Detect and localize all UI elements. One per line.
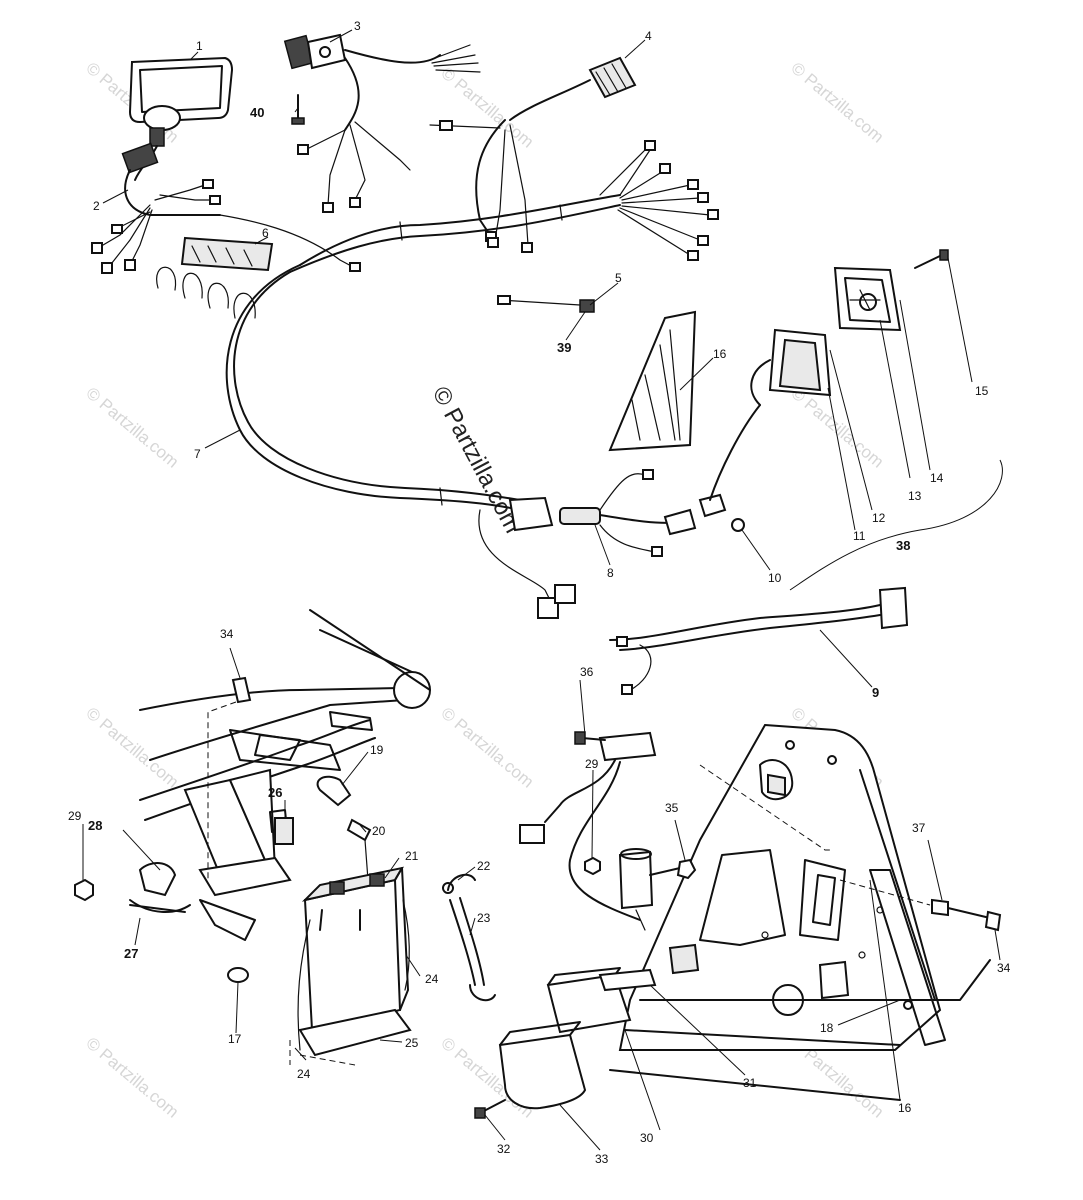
callout-19: 19 <box>370 743 384 757</box>
callout-12: 12 <box>872 511 886 525</box>
callout-28: 28 <box>88 818 102 833</box>
callout-17: 17 <box>228 1032 242 1046</box>
leader-lines <box>82 29 1001 1151</box>
callout-21: 21 <box>405 849 419 863</box>
part-bolt-37 <box>839 879 1002 932</box>
callout-22: 22 <box>477 859 491 873</box>
callout-8: 8 <box>607 566 614 580</box>
part-nut-29-right <box>584 856 601 876</box>
part-main-connector <box>475 56 637 253</box>
callout-40: 40 <box>250 105 264 120</box>
part-screw-40 <box>291 94 305 125</box>
callout-5: 5 <box>615 271 622 285</box>
part-clamp-27 <box>129 862 191 913</box>
callout-7: 7 <box>194 447 201 461</box>
callout-15: 15 <box>975 384 989 398</box>
part-rear-panel <box>609 723 991 1101</box>
callout-26: 26 <box>268 785 282 800</box>
part-headlight-harness <box>91 142 361 274</box>
watermark: © Partzilla.com <box>82 384 182 472</box>
part-headlight <box>128 56 234 181</box>
part-clip-17 <box>227 967 249 983</box>
part-tray-25 <box>289 1008 412 1066</box>
watermark: © Partzilla.com <box>437 704 537 792</box>
part-switch <box>283 33 501 213</box>
callout-3: 3 <box>354 19 361 33</box>
watermark: © Partzilla.com <box>437 64 537 152</box>
callout-27: 27 <box>124 946 138 961</box>
callout-16: 16 <box>713 347 727 361</box>
callout-labels: 1 2 3 4 5 6 7 8 9 10 11 12 13 14 15 16 3… <box>68 19 1011 1166</box>
callout-11: 11 <box>853 529 866 543</box>
callout-1: 1 <box>196 39 203 53</box>
callout-29-left: 29 <box>68 809 82 823</box>
callout-23: 23 <box>477 911 491 925</box>
watermark: © Partzilla.com <box>82 1034 182 1122</box>
callout-37: 37 <box>912 821 926 835</box>
part-screw-15 <box>914 249 949 269</box>
part-main-harness <box>225 140 719 511</box>
callout-14: 14 <box>930 471 944 485</box>
part-cdi-36 <box>519 731 657 921</box>
part-label-26 <box>274 817 294 845</box>
part-harness-9 <box>609 586 909 695</box>
part-lead-5 <box>497 295 595 313</box>
callout-33: 33 <box>595 1152 609 1166</box>
part-screw-32 <box>474 1099 506 1119</box>
watermark: © Partzilla.com <box>787 59 887 147</box>
callout-13: 13 <box>908 489 922 503</box>
callout-9: 9 <box>872 685 879 700</box>
part-battery <box>301 866 409 1032</box>
part-cover-33 <box>498 1021 587 1110</box>
watermark: © Partzilla.com <box>787 384 887 472</box>
callout-2: 2 <box>93 199 100 213</box>
callout-34-right: 34 <box>997 961 1011 975</box>
bracket-38 <box>789 459 1003 591</box>
callout-32: 32 <box>497 1142 511 1156</box>
callout-4: 4 <box>645 29 652 43</box>
part-vent-19 <box>316 775 372 881</box>
callout-30: 30 <box>640 1131 654 1145</box>
part-taillight <box>709 266 902 501</box>
callout-35: 35 <box>665 801 679 815</box>
part-coil-35 <box>618 848 697 931</box>
part-battery-cable-23 <box>442 873 496 1002</box>
callout-24-left: 24 <box>297 1067 311 1081</box>
part-strap-24 <box>297 899 410 1051</box>
callout-6: 6 <box>262 226 269 240</box>
callout-39: 39 <box>557 340 571 355</box>
callout-29-right: 29 <box>585 757 599 771</box>
part-nut-29-left <box>74 878 94 902</box>
callout-31: 31 <box>743 1076 757 1090</box>
watermark: © Partzilla.com <box>82 704 182 792</box>
callout-16-bottom: 16 <box>898 1101 912 1115</box>
callout-24-right: 24 <box>425 972 439 986</box>
callout-36: 36 <box>580 665 594 679</box>
part-decal-16 <box>608 310 697 452</box>
part-pad-31 <box>598 968 657 992</box>
callout-34-left: 34 <box>220 627 234 641</box>
callout-10: 10 <box>768 571 782 585</box>
callout-38: 38 <box>896 538 910 553</box>
part-nut-10 <box>731 518 745 532</box>
callout-25: 25 <box>405 1036 419 1050</box>
part-bolt-34-left <box>207 676 252 880</box>
part-harness-rear <box>478 469 727 619</box>
part-connector-block <box>156 236 274 319</box>
callout-20: 20 <box>372 824 386 838</box>
callout-18: 18 <box>820 1021 834 1035</box>
